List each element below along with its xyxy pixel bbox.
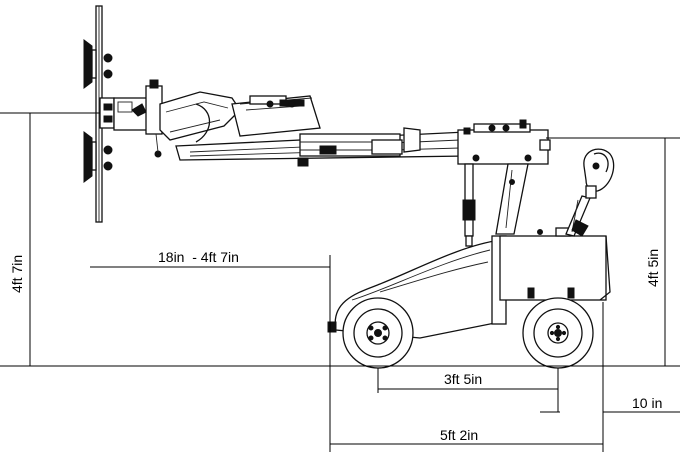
front-wheel bbox=[342, 297, 414, 369]
overall-length-label: 5ft 2in bbox=[440, 427, 478, 443]
tiller-handle bbox=[565, 148, 615, 237]
rear-overhang-label: 10 in bbox=[632, 395, 662, 411]
suction-head bbox=[83, 5, 115, 223]
telescopic-boom bbox=[175, 127, 469, 167]
wrist-rotator bbox=[113, 79, 163, 158]
rear-wheel bbox=[522, 297, 594, 369]
dimension-labels: 18in - 4ft 7in 4ft 7in 4ft 5in 3ft 5in 1… bbox=[9, 249, 662, 443]
arm-height-label: 4ft 7in bbox=[9, 255, 25, 293]
dimension-lines bbox=[0, 112, 680, 452]
body-height-label: 4ft 5in bbox=[645, 249, 661, 287]
mast-pivot bbox=[457, 119, 551, 247]
arm-reach-label: 18in - 4ft 7in bbox=[158, 249, 239, 265]
wheelbase-label: 3ft 5in bbox=[444, 371, 482, 387]
glass-lifter-machine bbox=[83, 5, 615, 369]
